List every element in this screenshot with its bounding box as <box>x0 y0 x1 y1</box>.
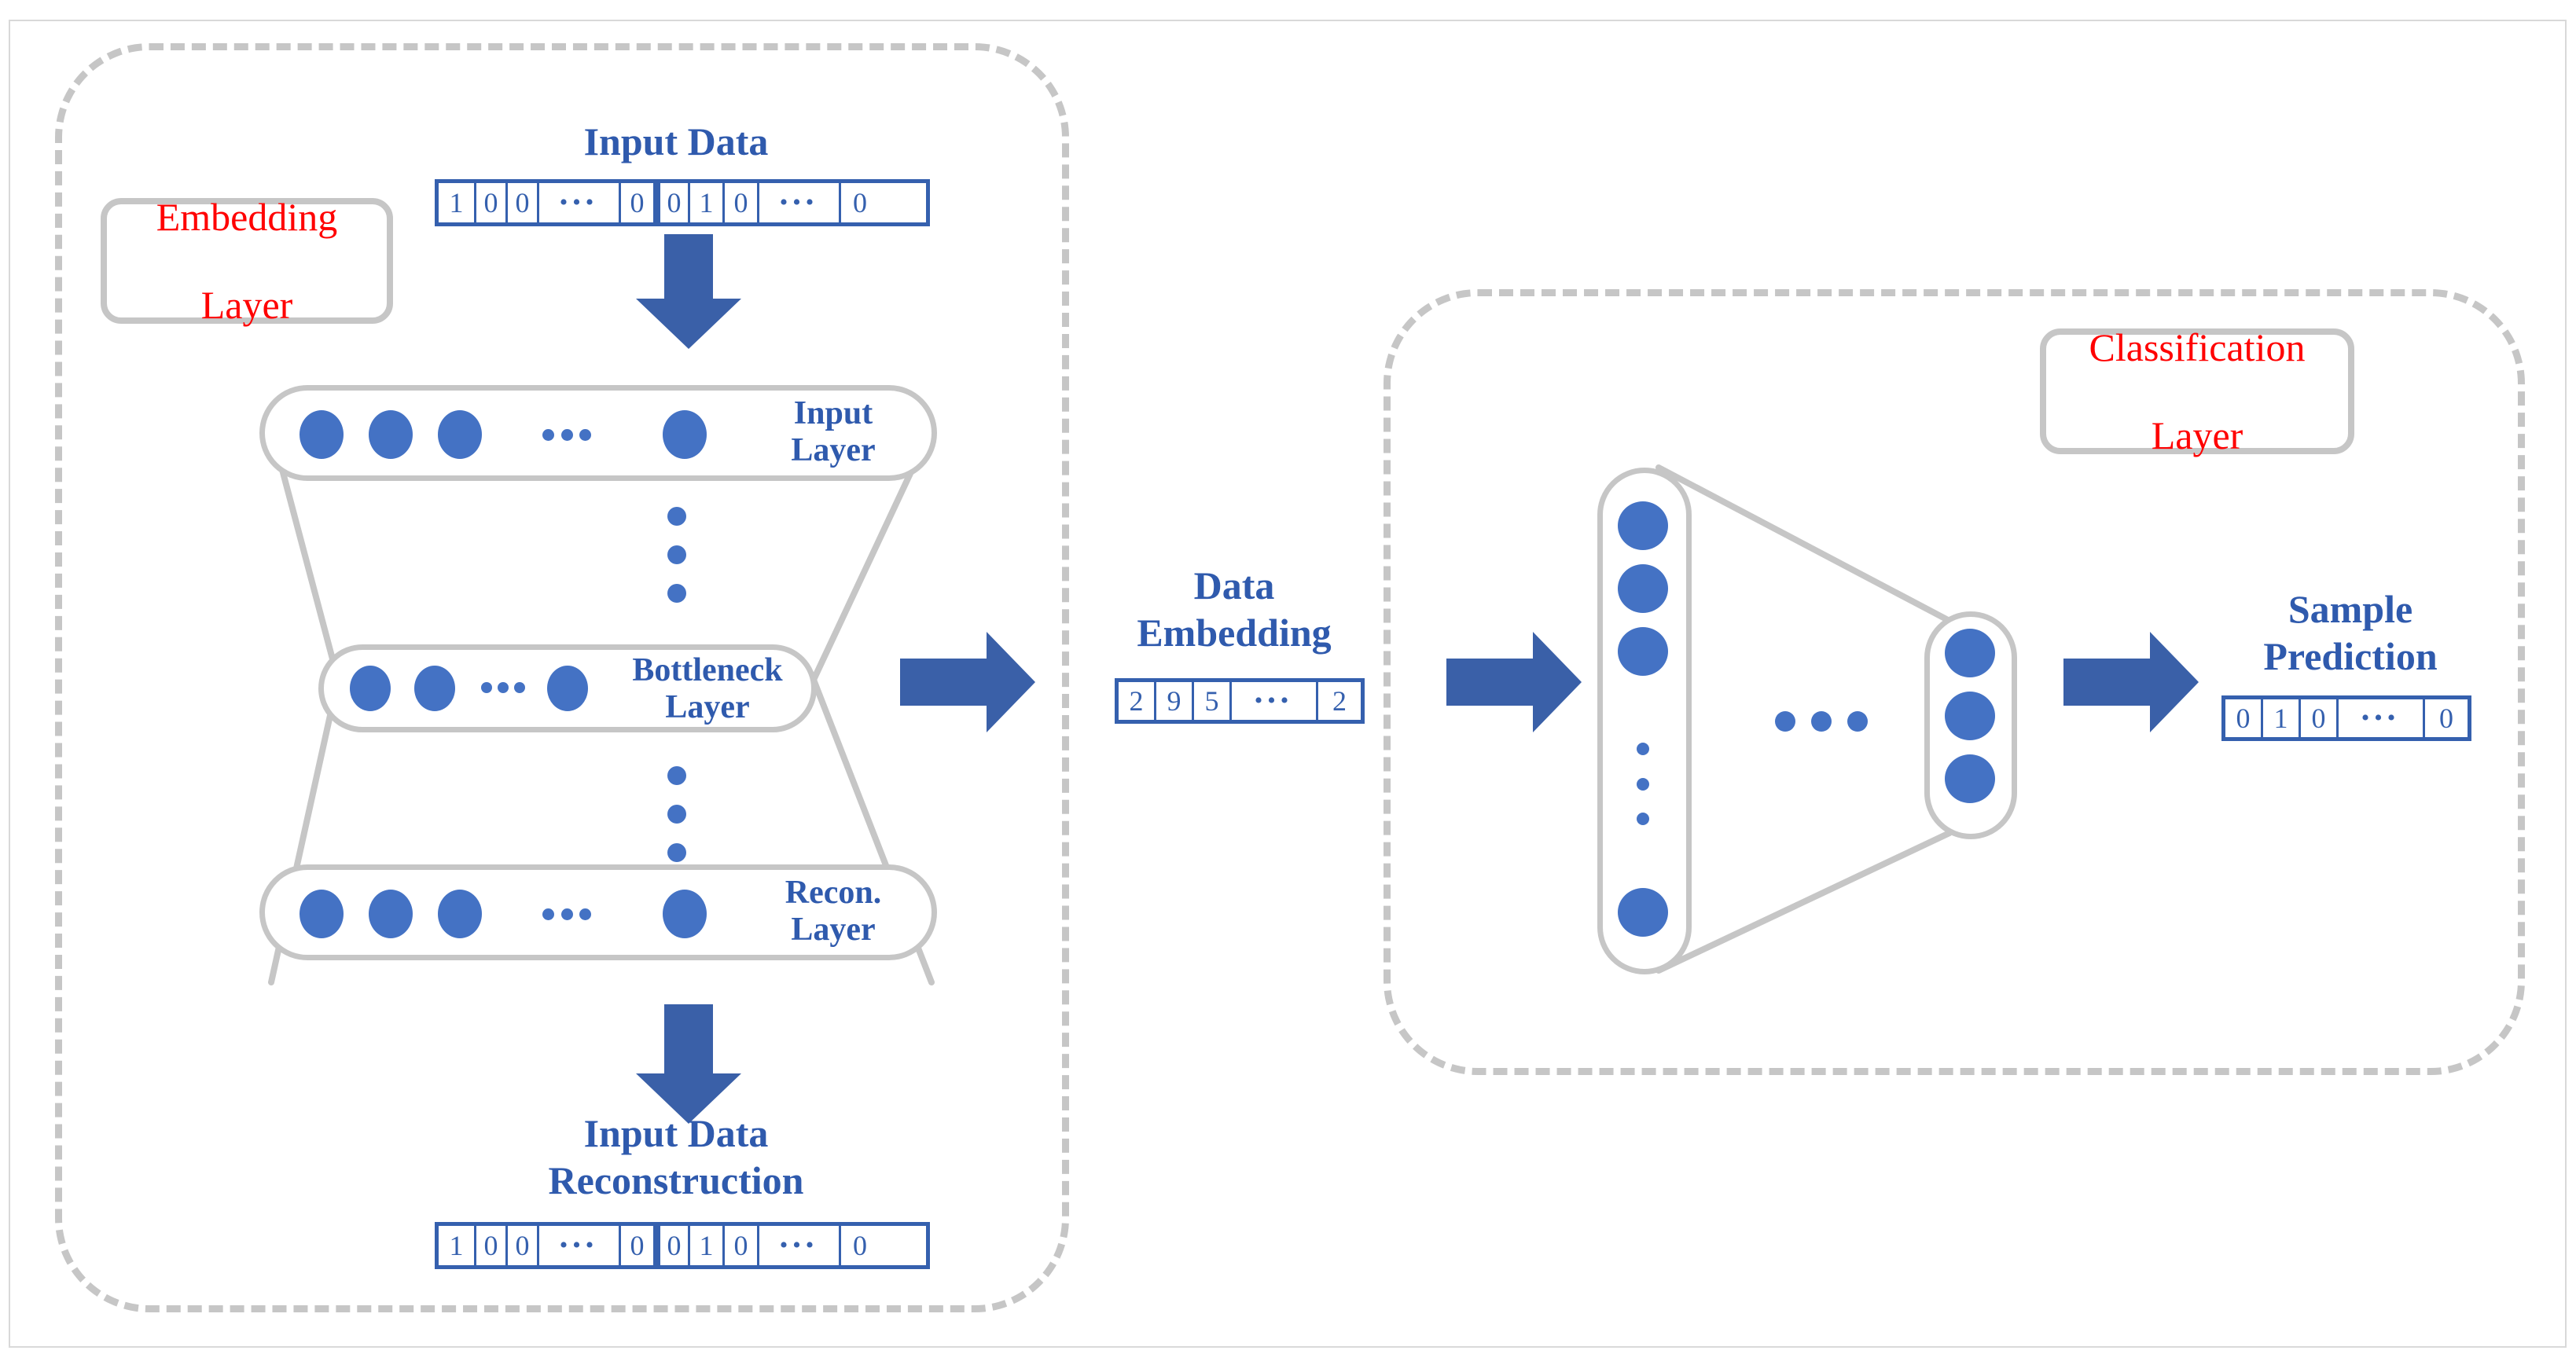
data-embedding-title-line2: Embedding <box>1137 611 1332 655</box>
vector-cell: 1 <box>2263 699 2301 737</box>
data-embedding-title-line1: Data <box>1193 563 1275 607</box>
input-layer-label-line1: Input <box>793 395 873 431</box>
classifier-output-node <box>1945 629 1995 677</box>
bottleneck-layer-ellipsis <box>481 682 525 693</box>
input-layer-node <box>438 410 482 459</box>
vector-cell: ••• <box>759 183 841 222</box>
bottleneck-layer-node <box>414 666 455 711</box>
vector-cell: 0 <box>621 1226 656 1265</box>
recon-layer-label-line1: Recon. <box>785 875 882 911</box>
embedding-layer-group <box>55 43 1069 1312</box>
classification-chip-line2: Layer <box>2151 413 2243 457</box>
recon-layer-node <box>369 890 413 938</box>
vector-cell: 1 <box>690 1226 725 1265</box>
recon-layer-label-line2: Layer <box>791 912 876 949</box>
encoder-vertical-ellipsis <box>667 507 687 603</box>
sample-prediction-title-line2: Prediction <box>2263 634 2438 678</box>
bottleneck-layer-label: Bottleneck Layer <box>599 652 816 726</box>
vector-cell: 9 <box>1156 682 1194 720</box>
bottleneck-layer-label-line1: Bottleneck <box>632 652 783 688</box>
recon-layer-node <box>663 890 707 938</box>
classifier-output-node <box>1945 754 1995 803</box>
classifier-hidden-node <box>1618 627 1668 676</box>
vector-cell: 0 <box>508 1226 539 1265</box>
classifier-output-node <box>1945 692 1995 740</box>
input-data-title: Input Data <box>583 119 769 163</box>
vector-cell: 1 <box>690 183 725 222</box>
classifier-hidden-node <box>1618 888 1668 937</box>
vector-cell: 0 <box>2225 699 2263 737</box>
classifier-hidden-layer-capsule <box>1597 468 1692 974</box>
network-to-reconstruction-arrow <box>636 1004 741 1124</box>
sample-prediction-title: Sample Prediction <box>2193 585 2508 680</box>
vector-cell: 0 <box>853 1230 867 1261</box>
vector-cell: 0 <box>725 183 759 222</box>
recon-layer-node <box>438 890 482 938</box>
vector-cell: ••• <box>539 1226 621 1265</box>
input-layer-node <box>663 410 707 459</box>
embedding-layer-chip: Embedding Layer <box>101 195 393 327</box>
embedding-output-arrow <box>900 632 1035 732</box>
reconstruction-title-line2: Reconstruction <box>548 1158 804 1202</box>
vector-cell: 1 <box>439 183 476 222</box>
recon-layer-ellipsis <box>542 908 591 920</box>
classifier-hidden-node <box>1618 501 1668 550</box>
vector-cell: 0 <box>476 1226 508 1265</box>
input-layer-label-line2: Layer <box>791 432 876 469</box>
classification-layer-chip: Classification Layer <box>2040 325 2354 457</box>
vector-cell: 2 <box>1119 682 1156 720</box>
input-layer-node <box>369 410 413 459</box>
recon-layer-capsule <box>259 864 937 960</box>
data-embedding-title: Data Embedding <box>1077 562 1391 656</box>
vector-cell: 0 <box>853 187 867 218</box>
vector-cell: 0 <box>2439 703 2453 734</box>
recon-layer-node <box>299 890 344 938</box>
vector-cell: 5 <box>1194 682 1232 720</box>
input-layer-node <box>299 410 344 459</box>
reconstruction-title: Input Data Reconstruction <box>432 1110 920 1204</box>
vector-cell: 0 <box>656 183 690 222</box>
vector-cell: 0 <box>621 183 656 222</box>
bottleneck-layer-node <box>350 666 391 711</box>
classifier-hidden-vertical-ellipsis <box>1634 743 1652 825</box>
bottleneck-layer-node <box>547 666 588 711</box>
classifier-middle-ellipsis <box>1775 711 1868 732</box>
input-layer-ellipsis <box>542 428 591 441</box>
embedding-chip-line1: Embedding <box>156 195 338 239</box>
vector-cell: 0 <box>476 183 508 222</box>
classifier-hidden-node <box>1618 564 1668 613</box>
classification-layer-group <box>1384 289 2525 1075</box>
sample-prediction-title-line1: Sample <box>2288 587 2413 631</box>
bottleneck-layer-label-line2: Layer <box>665 689 750 726</box>
vector-cell: 0 <box>508 183 539 222</box>
embedding-to-classifier-arrow <box>1446 632 1582 732</box>
recon-layer-label: Recon. Layer <box>751 875 916 949</box>
vector-cell: 0 <box>656 1226 690 1265</box>
vector-cell: ••• <box>759 1226 841 1265</box>
vector-cell: 1 <box>439 1226 476 1265</box>
decoder-vertical-ellipsis <box>667 766 687 862</box>
vector-cell: ••• <box>2339 699 2425 737</box>
input-layer-label: Input Layer <box>751 395 916 469</box>
vector-cell: ••• <box>1232 682 1318 720</box>
vector-cell: 0 <box>725 1226 759 1265</box>
input-to-network-arrow <box>636 234 741 349</box>
classifier-to-prediction-arrow <box>2063 632 2199 732</box>
classification-chip-line1: Classification <box>2089 325 2306 369</box>
reconstruction-title-line1: Input Data <box>583 1111 769 1155</box>
vector-cell: 2 <box>1332 685 1347 717</box>
vector-cell: ••• <box>539 183 621 222</box>
vector-cell: 0 <box>2301 699 2339 737</box>
embedding-chip-line2: Layer <box>200 283 293 327</box>
